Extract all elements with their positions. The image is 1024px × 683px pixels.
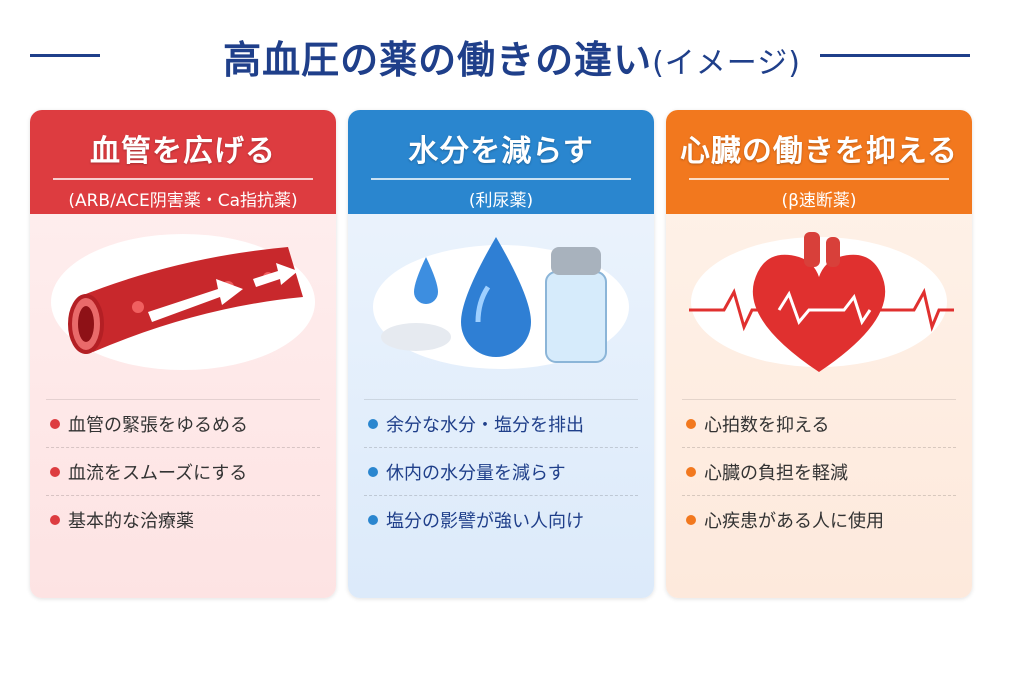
item-text: 心疾患がある人に使用	[704, 511, 884, 532]
item-text: 休内の水分量を減らす	[386, 462, 566, 484]
item-text: 血管の緊張をゆるめる	[68, 414, 248, 436]
bullet-icon	[368, 418, 378, 429]
feature-list: 余分な水分・塩分を排出 休内の水分量を減らす 塩分の影譬が強い人向け	[364, 399, 638, 544]
divider	[371, 178, 631, 180]
title-suffix: (イメージ)	[652, 45, 801, 81]
list-item: 塩分の影譬が強い人向け	[364, 496, 638, 544]
card-header: 心臓の働きを抑える (β速断薬)	[666, 110, 972, 214]
card-subtitle: (利尿薬)	[468, 191, 534, 211]
card-diuretic: 水分を減らす (利尿薬) 余分な水分・塩分を排出 休内の水分量を減らす 塩分の影…	[348, 110, 654, 598]
item-text: 基本的な洽療薬	[68, 511, 194, 532]
list-item: 心臓の負担を軽減	[682, 448, 956, 496]
divider	[53, 178, 313, 180]
bullet-icon	[686, 466, 696, 477]
card-subtitle: (β速断薬)	[781, 191, 857, 211]
bullet-icon	[50, 515, 60, 525]
card-heart: 心臓の働きを抑える (β速断薬) 心拍数を抑える 心臓の負担を軽減 心疾患がある…	[666, 110, 972, 598]
item-text: 心臓の負担を軽減	[704, 462, 848, 484]
blood-vessel-icon	[30, 214, 336, 389]
card-subtitle: (ARB/ACE阴害薬・Ca指抗薬)	[68, 191, 298, 211]
bullet-icon	[686, 418, 696, 429]
heart-ecg-icon	[666, 214, 972, 389]
bullet-icon	[50, 466, 60, 477]
list-item: 心疾患がある人に使用	[682, 496, 956, 544]
card-heading: 水分を減らす	[408, 134, 594, 169]
bullet-icon	[368, 515, 378, 525]
card-vasodilate: 血管を広げる (ARB/ACE阴害薬・Ca指抗薬) 血管の緊張をゆるめる 血流を…	[30, 110, 336, 598]
card-heading: 血管を広げる	[90, 134, 276, 169]
title-line-right	[820, 54, 970, 57]
card-header: 水分を減らす (利尿薬)	[348, 110, 654, 214]
feature-list: 血管の緊張をゆるめる 血流をスムーズにする 基本的な洽療薬	[46, 399, 320, 544]
page-title: 高血圧の薬の働きの違い(イメージ)	[0, 28, 1024, 84]
feature-list: 心拍数を抑える 心臓の負担を軽減 心疾患がある人に使用	[682, 399, 956, 544]
divider	[689, 178, 949, 180]
list-item: 休内の水分量を減らす	[364, 448, 638, 496]
card-heading: 心臓の働きを抑える	[679, 134, 959, 169]
list-item: 心拍数を抑える	[682, 400, 956, 448]
title-line-left	[30, 54, 100, 57]
list-item: 基本的な洽療薬	[46, 496, 320, 544]
item-text: 余分な水分・塩分を排出	[386, 414, 584, 436]
list-item: 血管の緊張をゆるめる	[46, 400, 320, 448]
water-drop-salt-icon	[348, 214, 654, 389]
title-main: 高血圧の薬の働きの違い	[223, 37, 653, 82]
item-text: 塩分の影譬が強い人向け	[386, 511, 584, 532]
bullet-icon	[368, 466, 378, 477]
bullet-icon	[686, 515, 696, 525]
item-text: 血流をスムーズにする	[68, 462, 248, 484]
item-text: 心拍数を抑える	[704, 414, 830, 436]
list-item: 血流をスムーズにする	[46, 448, 320, 496]
list-item: 余分な水分・塩分を排出	[364, 400, 638, 448]
card-header: 血管を広げる (ARB/ACE阴害薬・Ca指抗薬)	[30, 110, 336, 214]
bullet-icon	[50, 418, 60, 429]
